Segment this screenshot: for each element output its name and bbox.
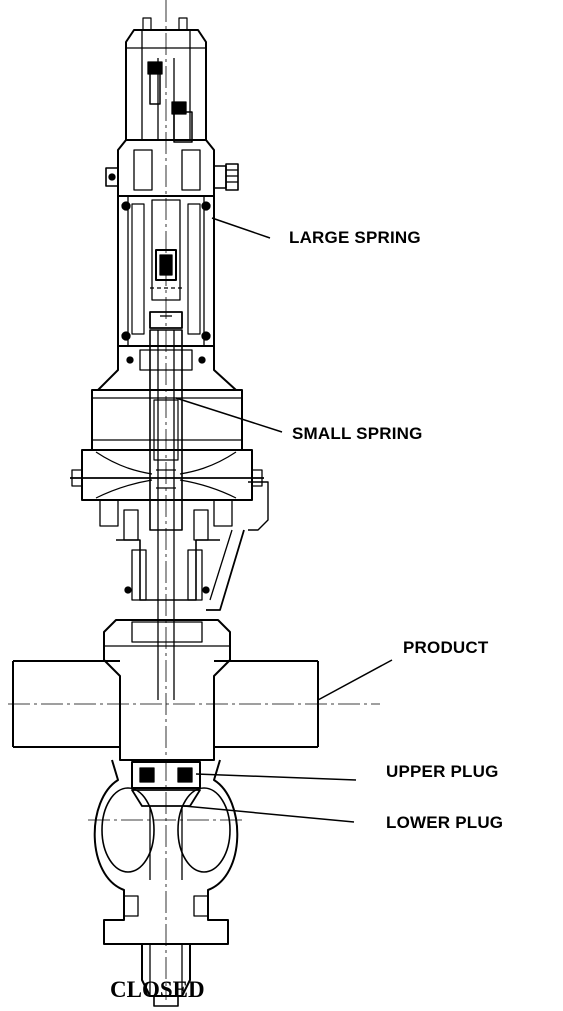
lower-body xyxy=(88,760,244,944)
central-stem xyxy=(150,330,182,700)
label-large-spring: LARGE SPRING xyxy=(289,228,421,247)
leader-large-spring xyxy=(212,218,270,238)
upper-housing xyxy=(106,140,238,196)
leader-upper-plug xyxy=(196,774,356,780)
label-upper-plug: UPPER PLUG xyxy=(386,762,499,781)
top-cap xyxy=(126,18,206,142)
leader-product xyxy=(318,660,392,700)
mid-body xyxy=(98,346,236,390)
label-product: PRODUCT xyxy=(403,638,489,657)
plug-assembly xyxy=(132,762,200,880)
product-pipe xyxy=(8,661,380,747)
piston-chamber xyxy=(70,390,268,540)
yoke xyxy=(116,530,244,610)
bottom-nozzle xyxy=(142,944,190,1006)
label-small-spring: SMALL SPRING xyxy=(292,424,423,443)
leader-lower-plug xyxy=(184,806,354,822)
leader-small-spring xyxy=(176,398,282,432)
large-spring-chamber xyxy=(118,196,214,346)
leader-lines xyxy=(176,218,392,822)
state-caption: CLOSED xyxy=(110,977,205,1002)
label-lower-plug: LOWER PLUG xyxy=(386,813,504,832)
valve-body xyxy=(104,620,230,760)
